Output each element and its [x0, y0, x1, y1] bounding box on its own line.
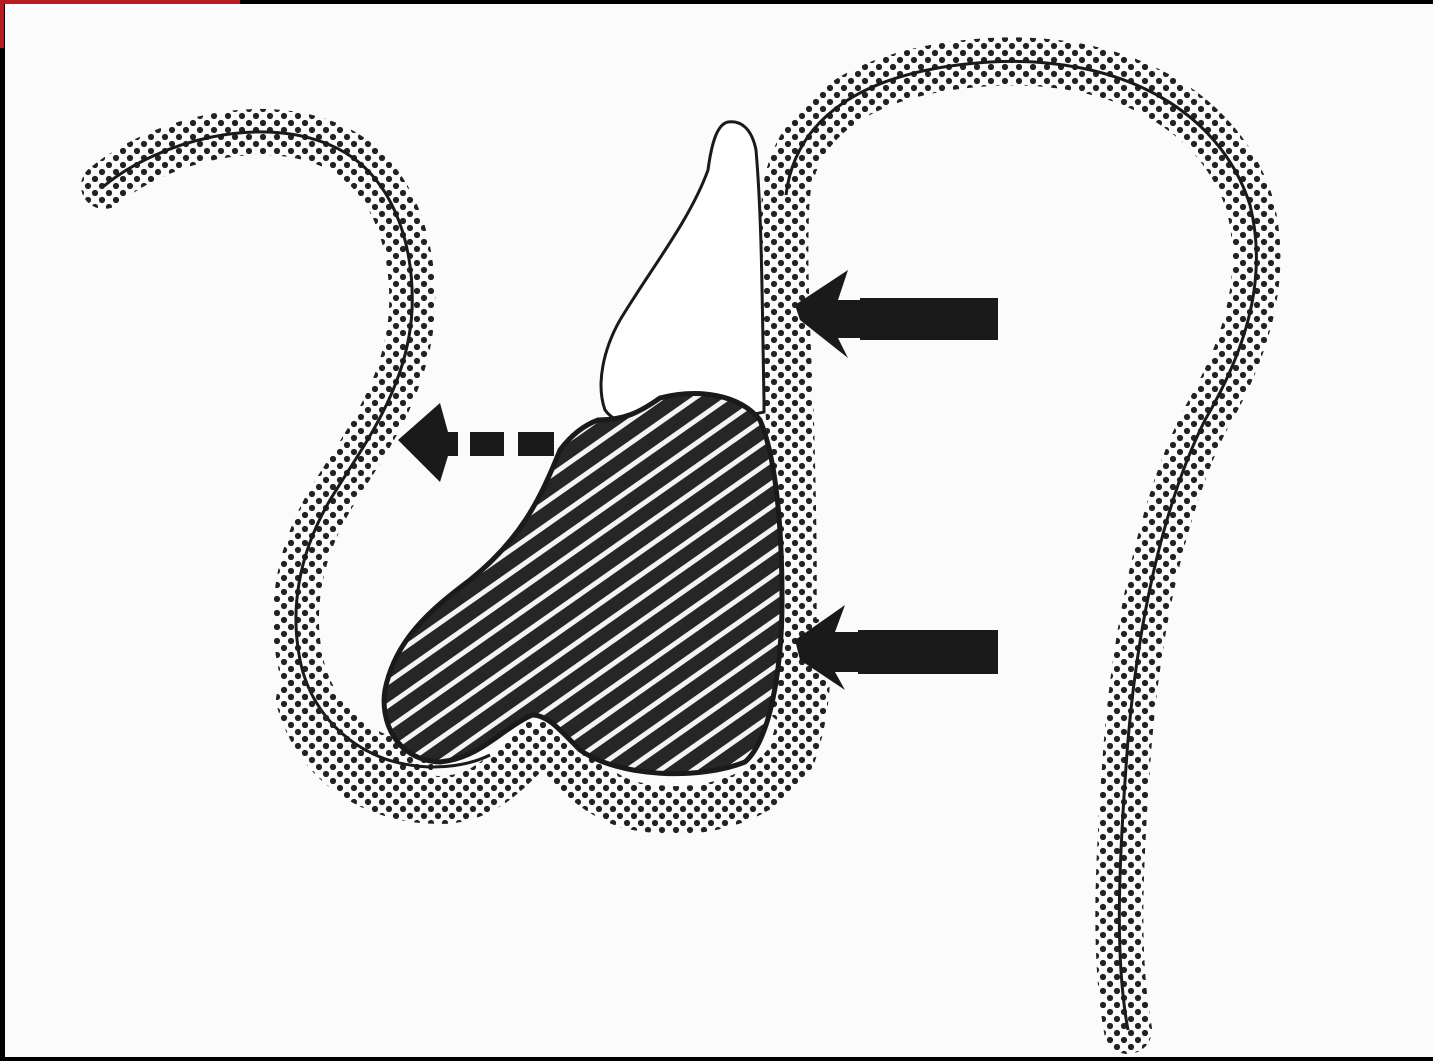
displacement-arrow — [398, 403, 554, 482]
right-tissue-fold — [784, 61, 1256, 1030]
upper-pressure-arrow — [795, 270, 998, 358]
left-tissue-fold — [104, 132, 412, 765]
tooth-crown — [601, 122, 764, 426]
